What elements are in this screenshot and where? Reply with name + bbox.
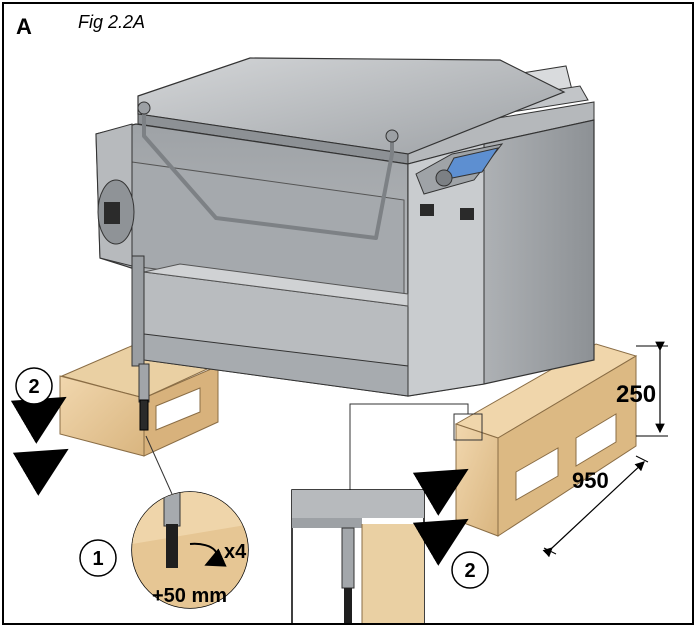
push-arrows xyxy=(10,396,469,566)
callout-1: 1 xyxy=(79,539,117,577)
lid-handle xyxy=(142,108,394,240)
switch-icon xyxy=(420,204,434,216)
pallet xyxy=(59,343,638,537)
push-arrow-icon xyxy=(10,396,67,444)
circle-leader-line xyxy=(145,435,173,495)
callout-2-left: 2 xyxy=(15,367,53,405)
installation-diagram: x4 +50 mm 1 2 2 250 xyxy=(10,57,668,623)
tilt-handwheel-icon xyxy=(104,202,120,224)
callout-2-right: 2 xyxy=(451,551,489,589)
foot-adjustment-detail: x4 +50 mm xyxy=(131,491,249,609)
rotate-arrow-icon xyxy=(189,542,227,567)
foot-count-label: x4 xyxy=(224,541,247,563)
panel-letter: A xyxy=(16,14,32,39)
foot-detail-inset xyxy=(291,489,425,623)
svg-text:2: 2 xyxy=(464,560,475,582)
foot-adjust-label: +50 mm xyxy=(152,585,227,607)
svg-text:1: 1 xyxy=(92,548,103,570)
svg-text:2: 2 xyxy=(28,376,39,398)
tilting-pan-appliance xyxy=(95,57,595,431)
push-arrow-icon xyxy=(412,468,469,516)
dimension-length: 950 xyxy=(542,455,649,558)
adjustable-foot xyxy=(139,399,149,431)
length-dimension-label: 950 xyxy=(572,468,609,493)
push-arrow-icon xyxy=(412,518,469,566)
leg-tube xyxy=(138,363,150,403)
height-dimension-label: 250 xyxy=(616,381,656,408)
dimension-height: 250 xyxy=(616,341,668,437)
detail-leader-line xyxy=(349,403,469,490)
push-arrow-icon xyxy=(12,448,69,496)
control-knob-icon xyxy=(435,169,453,187)
switch-icon xyxy=(460,208,474,220)
figure-caption: Fig 2.2A xyxy=(78,12,146,32)
